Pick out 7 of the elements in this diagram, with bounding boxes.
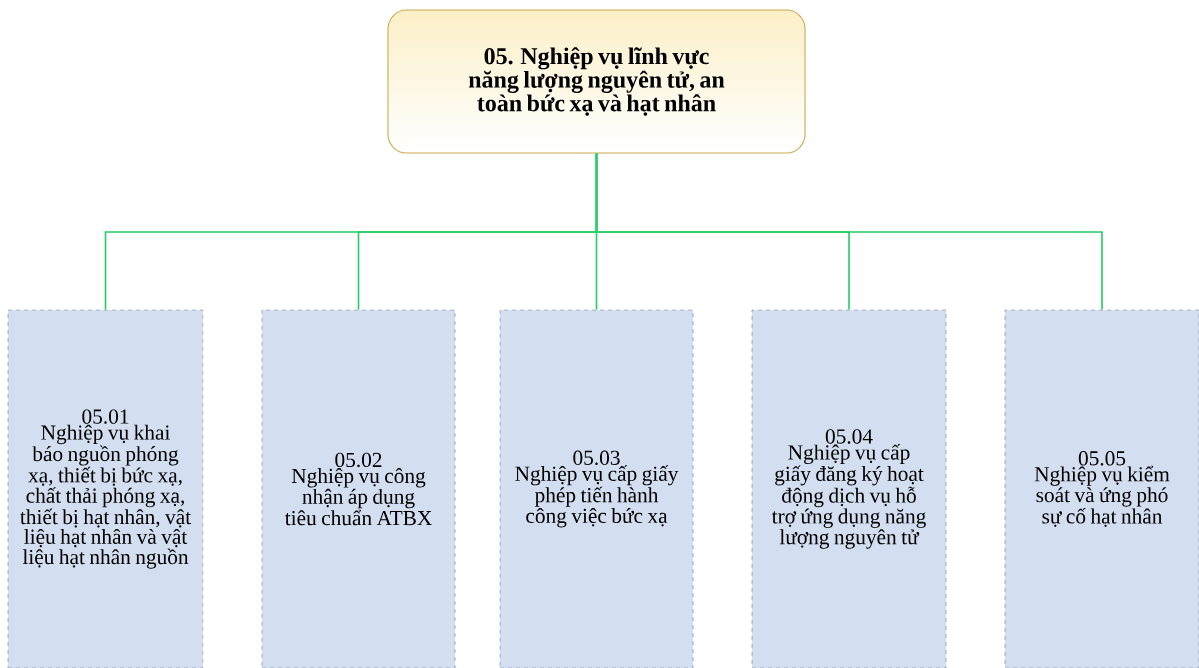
connector-line bbox=[595, 152, 1103, 311]
process-box: 05.03 Nghiệp vụ cấp giấy phép tiến hành công việc bức xạ bbox=[499, 309, 694, 668]
title-box: 05. Nghiệp vụ lĩnh vực năng lượng nguyên tử, an toàn bức xạ và hạt nhân bbox=[387, 9, 806, 154]
process-box: 05.04 Nghiệp vụ cấp giấy đăng ký hoạt động dịch vụ hỗ trợ ứng dụng năng lượng nguyên tử bbox=[751, 309, 947, 668]
process-box: 05.02 Nghiệp vụ công nhận áp dụng tiêu chuẩn ATBX bbox=[261, 309, 456, 668]
process-box: 05.01 Nghiệp vụ khai báo nguồn phóng xạ, thiết bị bức xạ, chất thải phóng xạ, thiết bị hạt nhân, vật liệu hạt nhân và vật liệu hạt nhân nguồn bbox=[7, 309, 204, 668]
process-box: 05.05 Nghiệp vụ kiểm soát và ứng phó sự cố hạt nhân bbox=[1004, 309, 1199, 668]
